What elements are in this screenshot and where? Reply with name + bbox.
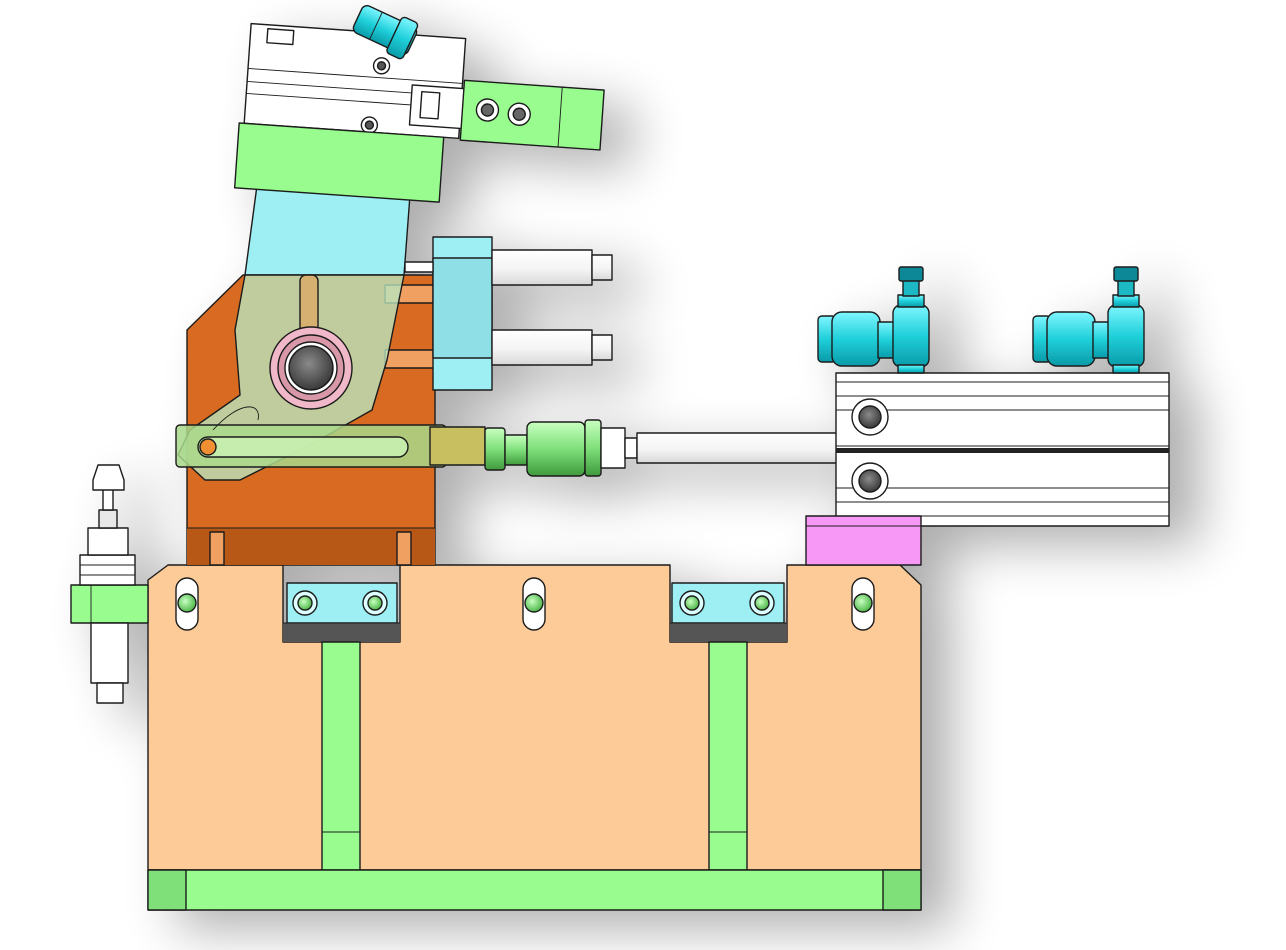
left-stop-bolt (70, 464, 149, 704)
notch-shadow-right (670, 623, 787, 642)
pink-block (805, 515, 922, 566)
pneumatic-fitting-icon (817, 266, 930, 374)
lever-rod-end (429, 426, 486, 466)
pneumatic-fitting-icon (1032, 266, 1145, 374)
notch-shadow-left (283, 623, 400, 642)
pneumatic-fitting-icon (352, 5, 419, 60)
lever-slot (197, 436, 409, 458)
clamp-jaw (459, 79, 605, 151)
piston-rod (636, 432, 838, 464)
bracket-lower (187, 528, 435, 565)
rib-left (321, 641, 361, 871)
bottom-plate (147, 869, 922, 911)
rod-connector (484, 419, 638, 477)
lever-center-slot (299, 274, 319, 336)
guide-rods (404, 249, 613, 366)
pneumatic-cylinder (835, 372, 1170, 527)
screw-head-icon (177, 590, 873, 616)
clamp-cylinder (233, 22, 468, 203)
bushing-icon (269, 326, 353, 410)
rib-right (708, 641, 748, 871)
